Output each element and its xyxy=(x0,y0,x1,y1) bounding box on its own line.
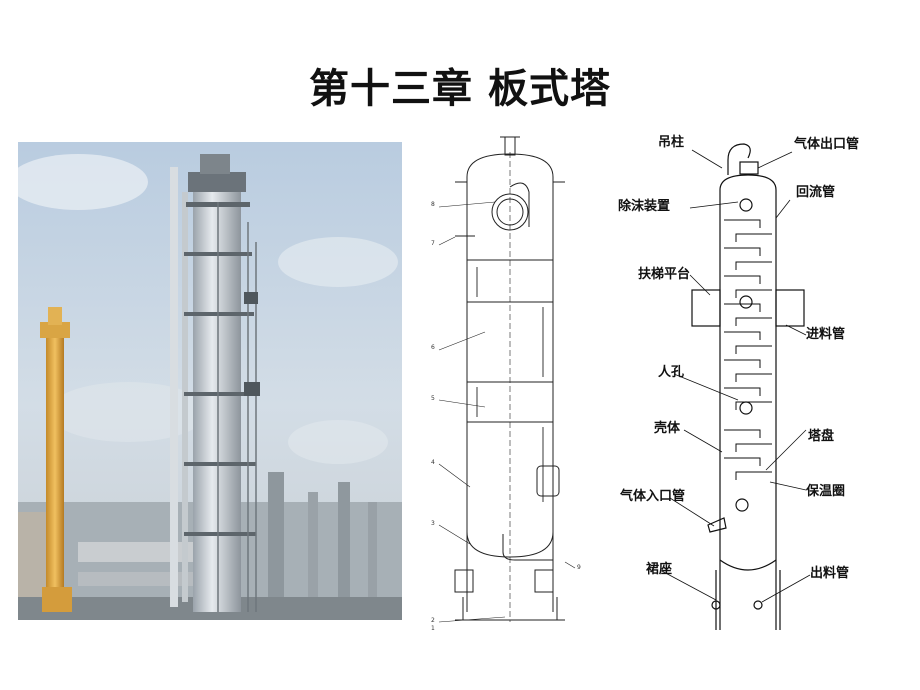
tower-section-drawing: 8 7 6 5 4 3 2 1 9 xyxy=(425,132,595,632)
part-number: 5 xyxy=(431,395,435,402)
label-skirt: 裙座 xyxy=(646,562,673,577)
slide-title: 第十三章 板式塔 xyxy=(309,65,611,112)
label-gas-outlet: 气体出口管 xyxy=(794,137,860,152)
part-number: 1 xyxy=(431,625,435,632)
part-number: 3 xyxy=(431,520,435,527)
label-manhole: 人孔 xyxy=(658,365,685,380)
tray-tower-labeled-diagram: 吊柱 气体出口管 除沫装置 回流管 扶梯平台 进料管 人孔 壳体 塔盘 保温圈 … xyxy=(610,130,910,640)
label-feed-pipe: 进料管 xyxy=(806,327,846,342)
distillation-tower-photo-icon xyxy=(18,142,402,620)
label-shell: 壳体 xyxy=(654,421,681,436)
label-hoist-post: 吊柱 xyxy=(658,135,685,150)
label-demister: 除沫装置 xyxy=(618,199,671,214)
label-gas-inlet: 气体入口管 xyxy=(620,489,686,504)
part-number: 8 xyxy=(431,201,435,208)
part-number: 4 xyxy=(431,459,435,466)
part-number: 6 xyxy=(431,344,435,351)
label-tray: 塔盘 xyxy=(808,429,835,444)
part-number: 2 xyxy=(431,617,435,624)
label-insulation-ring: 保温圈 xyxy=(806,484,846,499)
part-number: 9 xyxy=(577,564,581,571)
label-reflux-pipe: 回流管 xyxy=(796,185,836,200)
tower-photo xyxy=(18,142,402,620)
part-number: 7 xyxy=(431,240,435,247)
label-ladder-platform: 扶梯平台 xyxy=(638,267,691,282)
label-product-outlet: 出料管 xyxy=(810,566,850,581)
